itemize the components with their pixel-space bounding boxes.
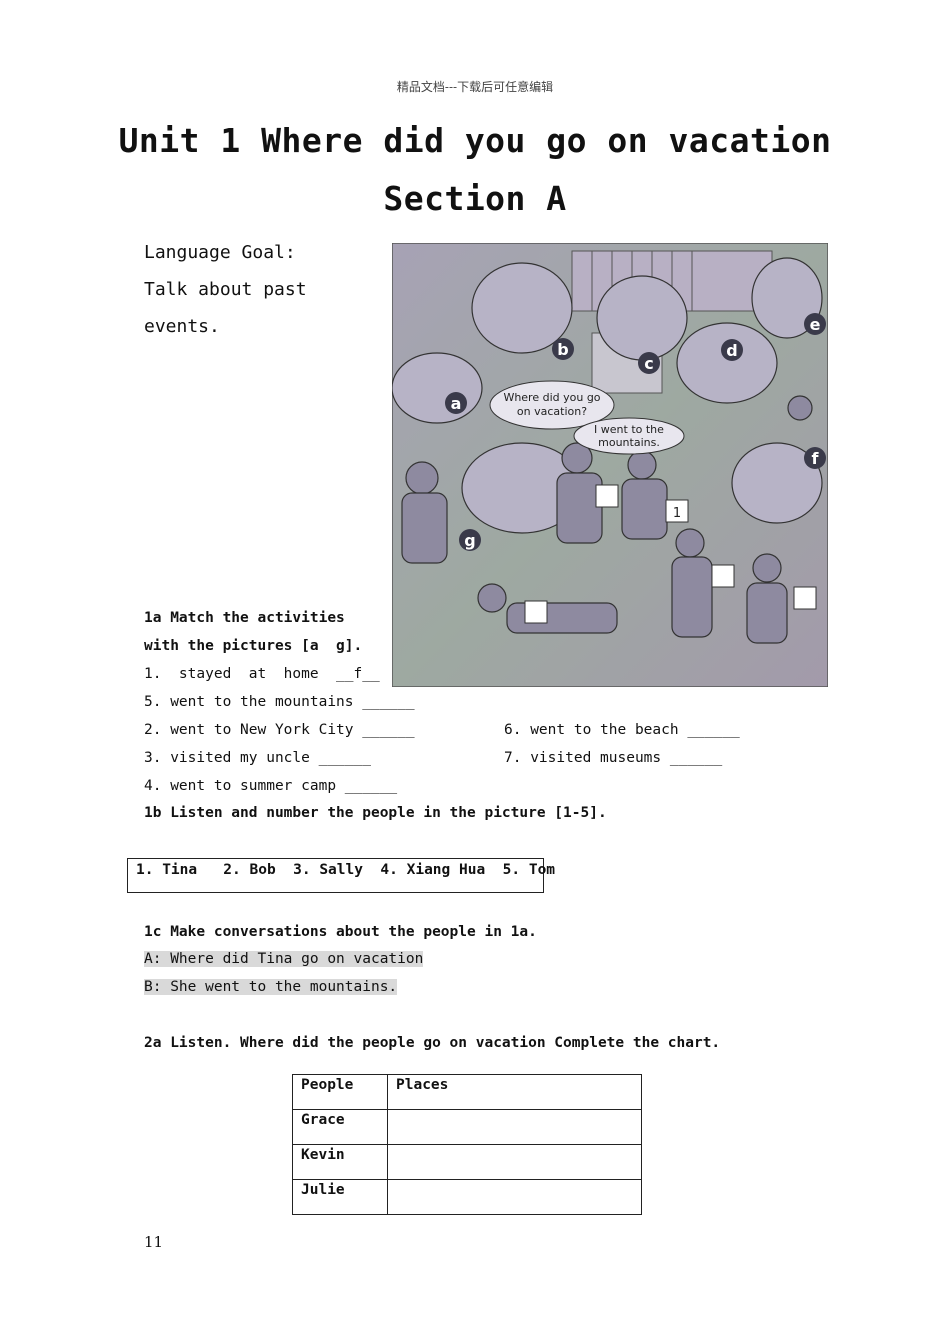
ex1a-item-2: 2. went to New York City ______	[144, 722, 415, 738]
ex1a-item-6: 6. went to the beach ______	[504, 722, 740, 738]
answer-box	[711, 564, 735, 588]
ex1b-name-box: 1. Tina 2. Bob 3. Sally 4. Xiang Hua 5. …	[127, 858, 555, 893]
box-number: 1	[673, 506, 681, 521]
speech-bubble-question: Where did you go on vacation?	[489, 380, 615, 430]
table-row: Kevin	[292, 1144, 642, 1180]
ex1c-line-b: B: She went to the mountains.	[144, 979, 398, 995]
table-header-people: People	[292, 1074, 388, 1110]
section-title: Section A	[383, 179, 567, 218]
goal-line-2: Talk about past	[144, 279, 307, 300]
bubble-question-line-2: on vacation?	[517, 405, 587, 418]
label-a: a	[451, 394, 462, 413]
answer-box	[595, 484, 619, 508]
ex1a-item-1: 1. stayed at home __f__	[144, 666, 380, 682]
ex2a-heading: 2a Listen. Where did the people go on va…	[144, 1035, 721, 1051]
ex1a-item-4: 4. went to summer camp ______	[144, 778, 398, 794]
speech-bubble-answer: I went to the mountains.	[573, 417, 685, 455]
page-header: 精品文档---下载后可任意编辑	[396, 80, 554, 94]
table-cell-place[interactable]	[387, 1144, 642, 1180]
ex1a-item-7: 7. visited museums ______	[504, 750, 723, 766]
table-row: Grace	[292, 1109, 642, 1145]
language-goal: Language Goal: Talk about past events.	[144, 234, 307, 345]
ex1c-line-a: A: Where did Tina go on vacation	[144, 951, 424, 967]
ex1b-heading: 1b Listen and number the people in the p…	[144, 805, 607, 821]
label-e: e	[810, 315, 821, 334]
bubble-answer-line-1: I went to the	[594, 423, 664, 436]
label-g: g	[464, 531, 475, 550]
label-b: b	[557, 340, 568, 359]
bubble-answer-line-2: mountains.	[598, 436, 660, 449]
table-cell-person: Kevin	[292, 1144, 388, 1180]
table-header-places: Places	[387, 1074, 642, 1110]
table-header-row: People Places	[292, 1074, 642, 1110]
ex2a-chart-table: People Places Grace Kevin Julie	[292, 1074, 642, 1215]
answer-box-numbered	[665, 499, 689, 523]
table-row: Julie	[292, 1179, 642, 1215]
ex1c-heading: 1c Make conversations about the people i…	[144, 924, 537, 940]
table-cell-person: Julie	[292, 1179, 388, 1215]
goal-line-3: events.	[144, 316, 220, 337]
page-title: Unit 1 Where did you go on vacation	[118, 121, 832, 160]
table-cell-person: Grace	[292, 1109, 388, 1145]
bubble-question-line-1: Where did you go	[503, 391, 600, 404]
ex1a-heading-2: with the pictures [a g].	[144, 638, 363, 654]
label-c: c	[644, 354, 653, 373]
goal-line-1: Language Goal:	[144, 242, 296, 263]
page-number: 11	[144, 1233, 164, 1251]
ex1a-item-5: 5. went to the mountains ______	[144, 694, 415, 710]
label-d: d	[726, 341, 737, 360]
table-cell-place[interactable]	[387, 1109, 642, 1145]
ex1a-item-3: 3. visited my uncle ______	[144, 750, 371, 766]
answer-box	[793, 586, 817, 610]
table-cell-place[interactable]	[387, 1179, 642, 1215]
label-f: f	[812, 449, 820, 468]
vacation-scene-illustration: Where did you go on vacation? I went to …	[392, 243, 828, 687]
answer-box	[524, 600, 548, 624]
ex1a-heading-1: 1a Match the activities	[144, 610, 345, 626]
